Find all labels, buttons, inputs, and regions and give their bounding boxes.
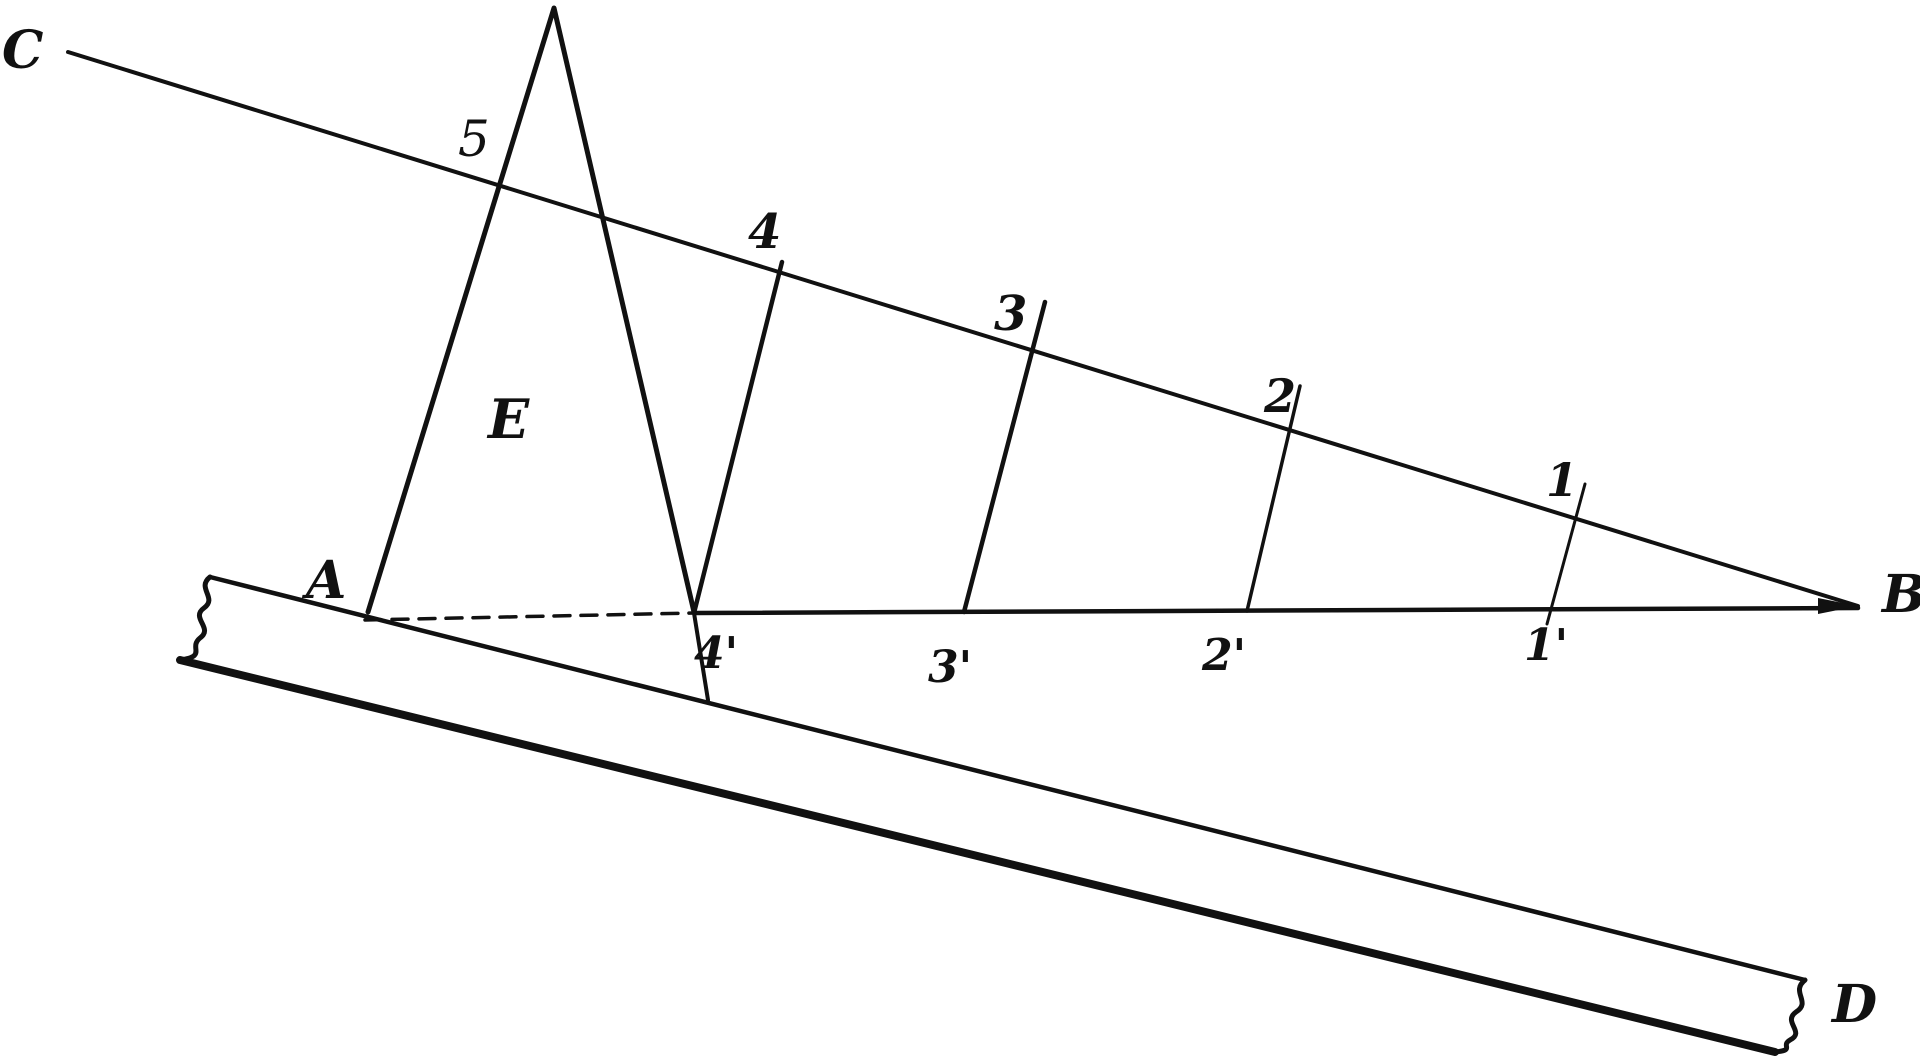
ruler-top-edge <box>207 574 1808 983</box>
label-4: 4 <box>748 204 781 260</box>
label-a: A <box>301 550 346 611</box>
label-1prime: 1' <box>1524 620 1568 671</box>
set-square-tick-4prime <box>692 611 710 702</box>
set-square-triangle <box>365 5 697 615</box>
label-e: E <box>486 387 530 451</box>
label-b: B <box>1880 564 1920 625</box>
line-cb <box>66 50 1860 608</box>
label-c: C <box>2 20 43 81</box>
line-4prime-b <box>691 605 1861 616</box>
label-3prime: 3' <box>928 642 972 693</box>
line-a-4prime-dashed <box>363 611 696 622</box>
parallel-4-4prime <box>691 259 785 616</box>
ruler-left-break <box>177 574 213 663</box>
parallel-3-3prime <box>961 299 1048 615</box>
label-2prime: 2' <box>1201 630 1246 681</box>
ruler-right-break <box>1772 977 1808 1055</box>
point-b-marker <box>1818 598 1858 614</box>
label-3: 3 <box>994 286 1027 342</box>
label-5: 5 <box>458 110 490 168</box>
ruler-bottom-edge <box>176 656 1779 1056</box>
label-2: 2 <box>1263 369 1296 423</box>
parallel-2-2prime <box>1245 384 1302 613</box>
label-1: 1 <box>1546 453 1578 507</box>
label-d: D <box>1830 974 1877 1035</box>
parallel-1-1prime <box>1545 482 1587 626</box>
label-4prime: 4' <box>694 628 738 679</box>
